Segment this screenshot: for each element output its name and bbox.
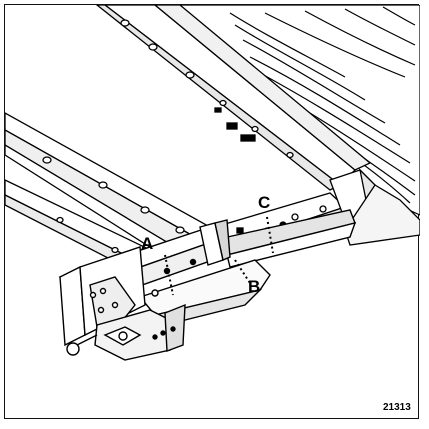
technical-illustration-frame: A C B 21313: [4, 4, 420, 419]
callout-label-a: A: [141, 234, 153, 253]
upper-frame-rail: [95, 5, 372, 191]
figure-reference-number: 21313: [383, 402, 411, 413]
underbody-chassis-illustration: A C B 21313: [5, 5, 420, 413]
cut-line-a: [164, 254, 174, 296]
callout-label-c: C: [258, 193, 270, 212]
cut-lines: [164, 216, 274, 296]
rear-bracket: [329, 168, 420, 246]
front-end-bracket: [59, 246, 186, 361]
cut-line-c: [266, 216, 274, 254]
callout-label-b: B: [248, 277, 260, 296]
